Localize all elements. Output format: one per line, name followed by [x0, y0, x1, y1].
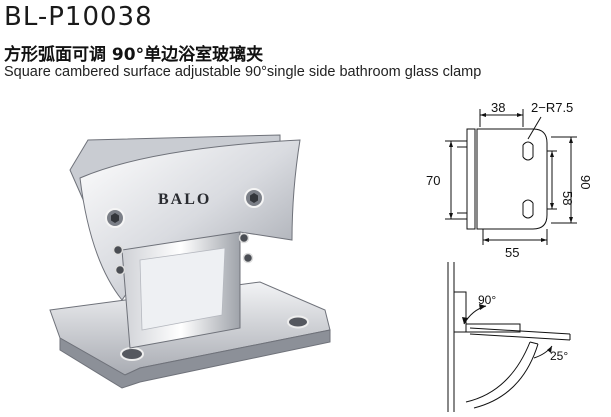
dimension-drawing-top: 38 2−R7.5 70 58 90 55 [426, 100, 593, 260]
dim-height-inner: 58 [560, 191, 575, 205]
angle-open: 90° [478, 293, 496, 307]
angle-adjust: 25° [550, 349, 568, 363]
base-hole-3 [287, 315, 309, 329]
brand-logo: BALO [158, 191, 211, 208]
dim-radius: 2−R7.5 [531, 100, 573, 115]
dim-height-total: 90 [578, 175, 593, 189]
product-photo: BALO [49, 134, 331, 389]
model-number: BL-P10038 [4, 2, 153, 32]
angle-drawing-bottom: 90° 25° [447, 262, 571, 412]
title-chinese: 方形弧面可调 90°单边浴室玻璃夹 [4, 45, 264, 65]
dim-width-top: 38 [491, 100, 505, 115]
dim-width-bottom: 55 [505, 245, 519, 260]
dim-height-left: 70 [426, 173, 440, 188]
title-english: Square cambered surface adjustable 90°si… [4, 64, 482, 80]
base-hole-1 [120, 347, 144, 361]
